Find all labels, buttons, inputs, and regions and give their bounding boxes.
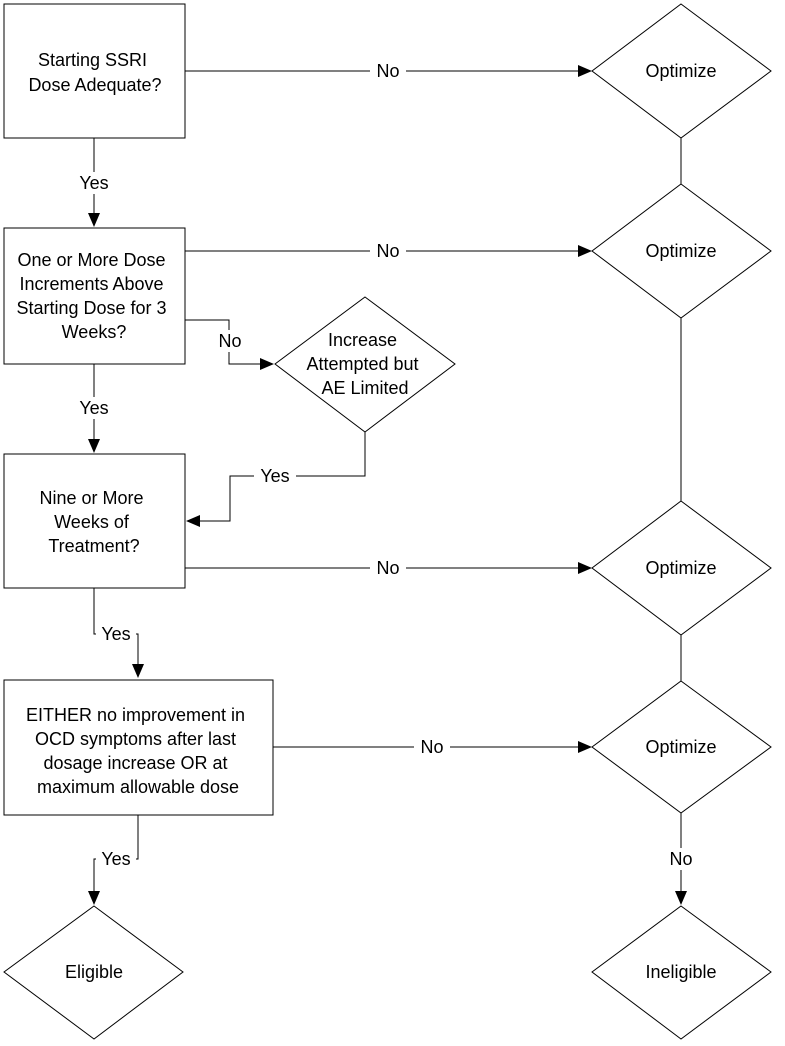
node-text-line: Weeks? bbox=[62, 322, 127, 342]
node-text-line: Starting SSRI bbox=[38, 50, 147, 70]
arrowhead bbox=[132, 664, 144, 678]
svg-text:No: No bbox=[669, 849, 692, 869]
svg-text:Yes: Yes bbox=[79, 173, 108, 193]
node-text-line: Attempted but bbox=[306, 354, 418, 374]
edge-label-box4-no: No bbox=[414, 736, 450, 758]
svg-text:Yes: Yes bbox=[79, 398, 108, 418]
diamond-increase-attempted: Increase Attempted but AE Limited bbox=[274, 296, 456, 433]
decision-box-dose-increments: One or More Dose Increments Above Starti… bbox=[3, 227, 186, 365]
svg-text:No: No bbox=[376, 61, 399, 81]
svg-text:Yes: Yes bbox=[260, 466, 289, 486]
svg-text:Yes: Yes bbox=[101, 624, 130, 644]
node-text-line: Optimize bbox=[645, 241, 716, 261]
diamond-optimize-2: Optimize bbox=[591, 183, 772, 319]
edge-label-box3-yes: Yes bbox=[96, 623, 136, 645]
svg-text:No: No bbox=[218, 331, 241, 351]
node-text-line: Eligible bbox=[65, 962, 123, 982]
edge-label-box4-yes: Yes bbox=[96, 848, 136, 870]
node-text-line: Ineligible bbox=[645, 962, 716, 982]
diamond-eligible: Eligible bbox=[3, 905, 184, 1040]
arrowhead bbox=[578, 741, 592, 753]
edge-label-box3-no: No bbox=[370, 557, 406, 579]
node-text-line: Weeks of bbox=[54, 512, 130, 532]
node-text-line: Increase bbox=[328, 330, 397, 350]
edge-label-optimize4-no: No bbox=[664, 848, 698, 870]
svg-text:One or More Dose Increme: One or More Dose Increments Above Starti… bbox=[16, 250, 171, 342]
arrowhead bbox=[88, 439, 100, 453]
node-text-line: dosage increase OR at bbox=[43, 753, 227, 773]
arrowhead bbox=[88, 891, 100, 905]
arrowhead bbox=[88, 213, 100, 227]
edge-label-box1-yes: Yes bbox=[74, 172, 114, 194]
edge-label-box2-yes: Yes bbox=[74, 397, 114, 419]
svg-text:EITHER no improvement in: EITHER no improvement in OCD symptoms af… bbox=[26, 705, 250, 797]
node-text-line: Increments Above bbox=[19, 274, 163, 294]
arrowhead bbox=[186, 515, 200, 527]
decision-box-treatment-weeks: Nine or More Weeks of Treatment? bbox=[3, 453, 186, 589]
node-text-line: Optimize bbox=[645, 737, 716, 757]
node-text-line: EITHER no improvement in bbox=[26, 705, 245, 725]
node-text-line: AE Limited bbox=[321, 378, 408, 398]
decision-box-starting-dose: Starting SSRI Dose Adequate? bbox=[3, 3, 186, 139]
node-text-line: Nine or More bbox=[39, 488, 143, 508]
node-text-line: One or More Dose bbox=[17, 250, 165, 270]
arrowhead bbox=[675, 891, 687, 905]
svg-text:Yes: Yes bbox=[101, 849, 130, 869]
node-text-line: Optimize bbox=[645, 61, 716, 81]
node-text-line: maximum allowable dose bbox=[37, 777, 239, 797]
svg-text:No: No bbox=[376, 241, 399, 261]
decision-box-improvement: EITHER no improvement in OCD symptoms af… bbox=[3, 679, 274, 816]
diamond-optimize-3: Optimize bbox=[591, 500, 772, 636]
edge-label-box2-no-increase: No bbox=[213, 330, 247, 352]
edge-label-box1-no: No bbox=[370, 60, 406, 82]
svg-text:Increase Attempted but: Increase Attempted but AE Limited bbox=[306, 330, 423, 398]
arrowhead bbox=[578, 562, 592, 574]
node-text-line: OCD symptoms after last bbox=[35, 729, 236, 749]
edge-increase-yes-line bbox=[199, 432, 366, 522]
svg-text:No: No bbox=[376, 558, 399, 578]
arrowhead bbox=[578, 245, 592, 257]
node-text-line: Dose Adequate? bbox=[28, 75, 161, 95]
diamond-optimize-1: Optimize bbox=[591, 3, 772, 139]
svg-text:No: No bbox=[420, 737, 443, 757]
node-text-line: Optimize bbox=[645, 558, 716, 578]
svg-text:Starting SSRI Dose Adequ: Starting SSRI Dose Adequate? bbox=[28, 50, 161, 95]
diamond-ineligible: Ineligible bbox=[591, 905, 772, 1040]
node-text-line: Starting Dose for 3 bbox=[16, 298, 166, 318]
edge-label-box2-no: No bbox=[370, 240, 406, 262]
diamond-optimize-4: Optimize bbox=[591, 680, 772, 814]
svg-text:Nine or More Weeks of: Nine or More Weeks of Treatment? bbox=[39, 488, 148, 556]
edge-label-increase-yes: Yes bbox=[254, 465, 296, 487]
arrowhead bbox=[578, 65, 592, 77]
arrowhead bbox=[260, 358, 274, 370]
node-text-line: Treatment? bbox=[48, 536, 139, 556]
